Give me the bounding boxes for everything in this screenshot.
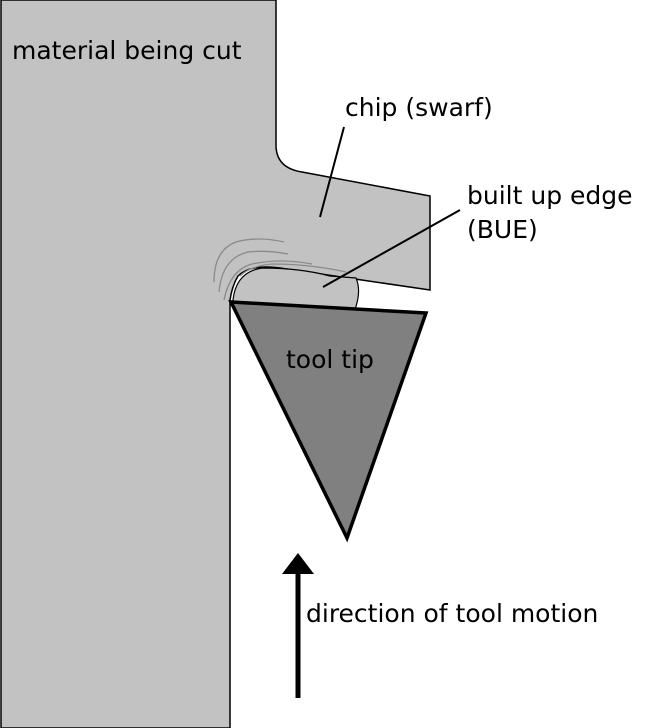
bue-label-line2: (BUE): [467, 215, 538, 244]
bue-label-line1: built up edge: [467, 181, 633, 210]
workpiece-material: [0, 0, 431, 728]
direction-label: direction of tool motion: [306, 599, 598, 628]
built-up-edge: [232, 267, 360, 313]
material-label: material being cut: [12, 36, 242, 65]
deformation-lines: [213, 238, 347, 301]
tool-tip-label: tool tip: [286, 345, 374, 374]
chip-label: chip (swarf): [345, 93, 493, 122]
tool-tip: [228, 300, 429, 543]
bue-leader-line: [322, 209, 461, 288]
chip-leader-line: [319, 126, 345, 218]
up-arrow-icon: [282, 553, 314, 698]
